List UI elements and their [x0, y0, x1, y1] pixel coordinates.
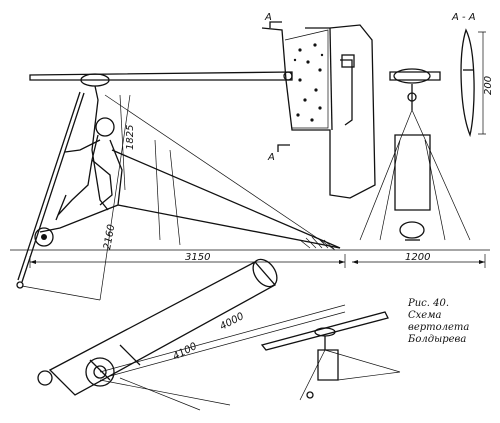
front-wheel [34, 227, 54, 247]
section-mark-bottom: A [267, 152, 275, 163]
section-title: A - A [451, 12, 476, 23]
dim-length: 3150 [185, 252, 210, 263]
fairing-detail: A A [261, 12, 376, 199]
dotted-area [293, 43, 324, 122]
caption-line-4: Болдырева [407, 334, 466, 345]
front-view [359, 68, 471, 241]
rotor-blade [29, 71, 293, 81]
dimension-lines: 3150 1200 1825 2160 [21, 94, 486, 301]
tail-hatching [299, 236, 335, 250]
pilot-figure [55, 117, 115, 221]
caption-line-3: вертолета [408, 322, 469, 333]
dim-width: 1200 [405, 252, 430, 263]
figure-caption: Рис. 40. Схема вертолета Болдырева [407, 298, 469, 345]
tail-boom [104, 94, 336, 251]
small-flying-view [260, 311, 401, 401]
section-mark-top: A [264, 12, 272, 23]
dim-rotor-span-2: 4100 [171, 341, 199, 363]
caption-line-1: Рис. 40. [407, 298, 449, 309]
blade-section: A - A 200 [451, 12, 494, 138]
dim-height-rotor: 1825 [125, 125, 136, 150]
front-tube [17, 91, 81, 281]
blade-profile [460, 28, 475, 138]
frame [39, 139, 123, 233]
dim-height-overall: 2160 [102, 224, 117, 251]
side-view [10, 71, 490, 289]
perspective-view: 4000 4100 [37, 258, 346, 411]
dim-blade-chord: 200 [483, 76, 494, 95]
caption-line-2: Схема [408, 310, 442, 321]
